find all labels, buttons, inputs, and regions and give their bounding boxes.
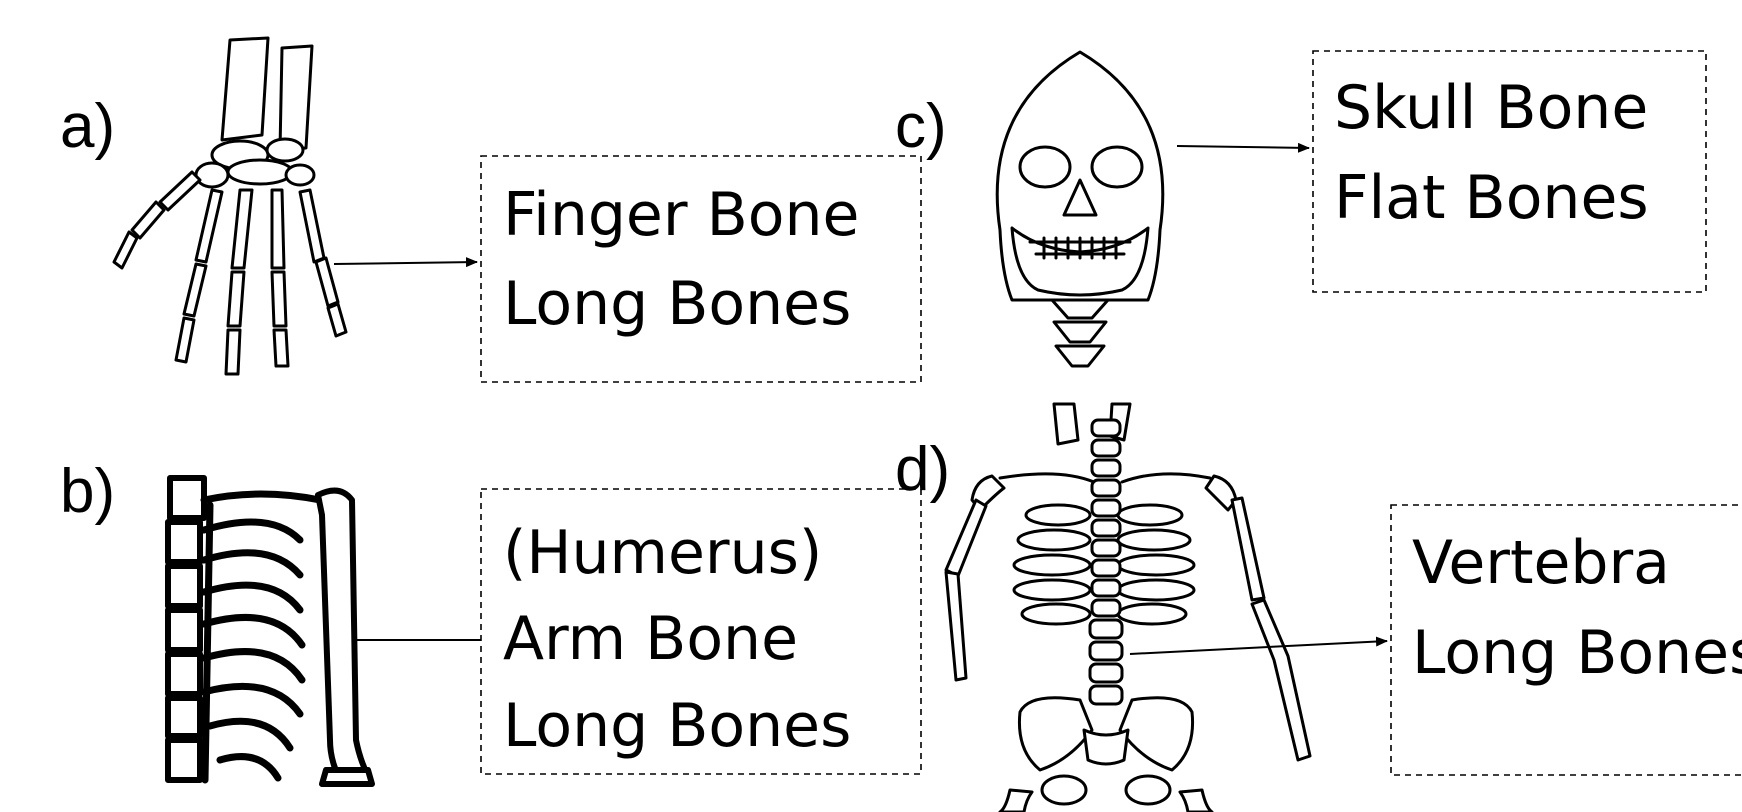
box-d-line-1: Vertebra [1412,528,1670,598]
hand-skeleton-icon [114,38,346,374]
ribcage-arm-icon [168,478,372,784]
torso-skeleton-icon [946,404,1310,812]
skull-icon [997,52,1163,366]
panel-b: b) [60,457,921,784]
box-b-line-1: (Humerus) [503,518,822,588]
box-b-line-3: Long Bones [503,691,851,761]
arrow-d [1130,641,1387,654]
box-a-line-1: Finger Bone [503,180,859,250]
panel-a: a) [60,38,921,382]
panel-c-label: c) [895,92,947,161]
box-a-line-2: Long Bones [503,269,851,339]
vertebrae [1090,420,1122,704]
arrow-c [1177,146,1309,148]
box-d-line-2: Long Bones [1412,618,1742,688]
box-c-line-2: Flat Bones [1334,163,1649,233]
panel-b-label: b) [60,457,115,526]
box-b-line-2: Arm Bone [503,604,798,674]
panel-a-label: a) [60,92,115,161]
teeth [1044,238,1116,258]
arrow-a [334,262,477,264]
panel-d: d) [895,404,1742,812]
panel-c: c) [895,51,1706,366]
box-c-line-1: Skull Bone [1334,73,1648,143]
panel-d-label: d) [895,435,950,504]
